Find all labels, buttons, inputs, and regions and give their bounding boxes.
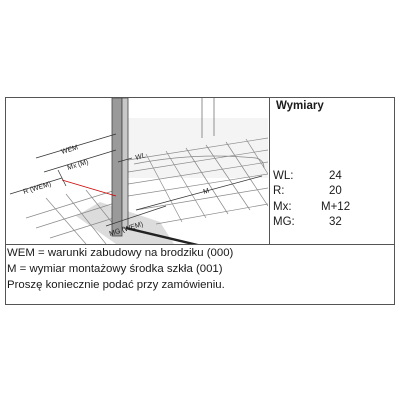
dimension-row-r: R: 20 <box>273 185 391 199</box>
dimension-lines <box>9 133 263 227</box>
dimension-value: M+12 <box>321 201 351 213</box>
label-wl: WL <box>135 152 147 162</box>
back-wall <box>201 98 215 138</box>
dimension-value: 24 <box>329 170 342 182</box>
floor-grid-right <box>127 137 268 225</box>
tray-outline <box>133 155 265 169</box>
label-r-wem: R (WEM) <box>23 181 53 196</box>
glass-panel-edge <box>121 98 129 229</box>
bottom-rail <box>125 226 199 244</box>
dimension-row-wl: WL: 24 <box>273 170 391 184</box>
dimension-row-mg: MG: 32 <box>273 216 391 230</box>
label-mx-m: Mx (M) <box>67 159 90 172</box>
dimensions-title: Wymiary <box>276 100 324 112</box>
dimension-label: MG: <box>273 216 295 228</box>
dimension-label: Mx: <box>273 201 292 213</box>
label-m: M <box>203 187 211 195</box>
dimension-label: WL: <box>273 170 294 182</box>
glass-panel <box>111 98 123 237</box>
installation-drawing: WEM Mx (M) R (WEM) WL M MG (WEM) <box>6 98 268 244</box>
diagram-frame: WEM Mx (M) R (WEM) WL M MG (WEM) Wymiary… <box>5 97 395 305</box>
dimension-row-mx: Mx: M+12 <box>273 201 391 215</box>
marker-line <box>61 179 117 197</box>
wall-shade <box>128 118 268 178</box>
note-m: M = wymiar montażowy środka szkła (001) <box>7 263 223 275</box>
dimensions-panel: Wymiary WL: 24 R: 20 Mx: M+12 MG: 32 <box>269 98 394 244</box>
dimension-value: 20 <box>329 185 342 197</box>
note-wem: WEM = warunki zabudowy na brodziku (000) <box>7 247 234 259</box>
label-wem: WEM <box>61 144 80 156</box>
drawing-svg: WEM Mx (M) R (WEM) WL M MG (WEM) <box>9 98 268 244</box>
notes-divider <box>6 244 394 245</box>
dimension-label: R: <box>273 185 285 197</box>
note-order: Proszę koniecznie podać przy zamówieniu. <box>7 279 225 291</box>
dimension-value: 32 <box>329 216 342 228</box>
column-divider <box>269 98 270 244</box>
